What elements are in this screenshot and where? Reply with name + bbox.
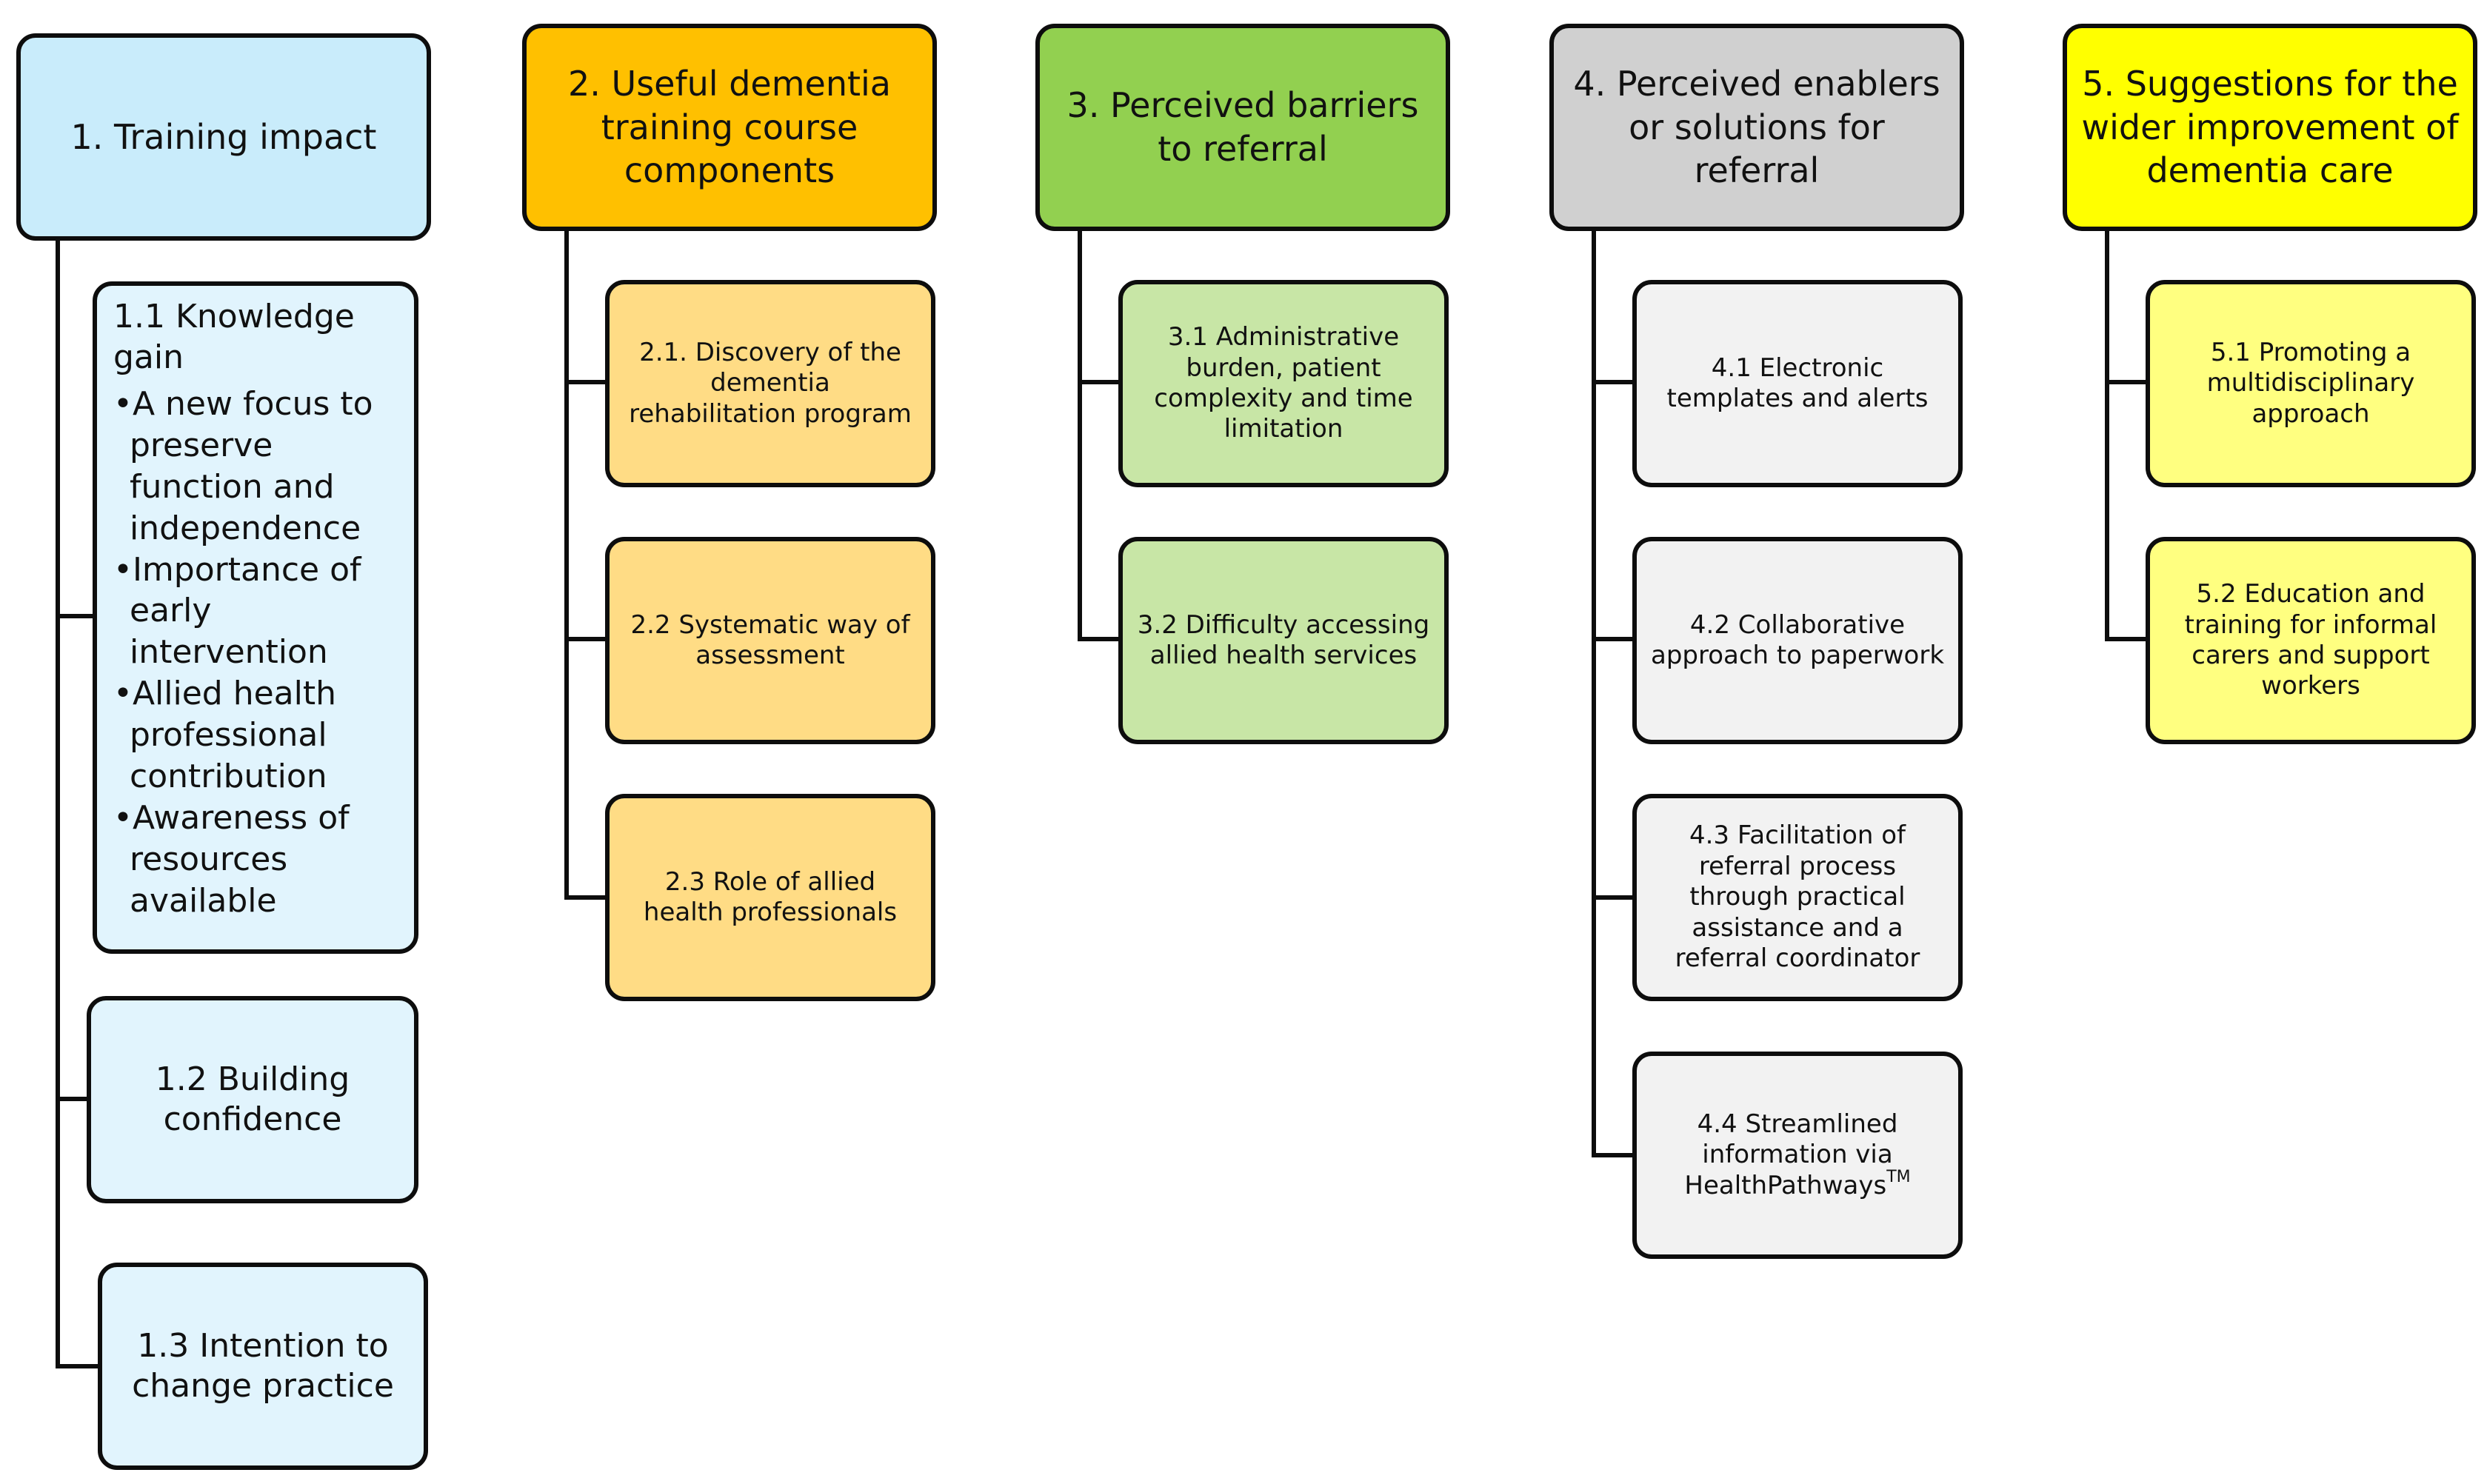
subtheme-3-1: 3.1 Administrative burden, patient compl… <box>1118 280 1449 487</box>
subtheme-3-2: 3.2 Difficulty accessing allied health s… <box>1118 537 1449 744</box>
theme-title: 5. Suggestions for the wider improvement… <box>2081 63 2459 191</box>
subtheme-heading: 1.1 Knowledge gain <box>113 298 355 376</box>
theme-wider-improvement: 5. Suggestions for the wider improvement… <box>2063 24 2477 231</box>
subtheme-intention-to-change: 1.3 Intention to change practice <box>98 1263 428 1470</box>
subtheme-5-2: 5.2 Education and training for informal … <box>2146 537 2476 744</box>
subtheme-4-4: 4.4 Streamlined information via HealthPa… <box>1632 1052 1963 1259</box>
subtheme-label: 4.3 Facilitation of referral process thr… <box>1675 820 1920 974</box>
subtheme-5-1: 5.1 Promoting a multidisciplinary approa… <box>2146 280 2476 487</box>
subtheme-label: 3.1 Administrative burden, patient compl… <box>1154 322 1413 444</box>
subtheme-4-3: 4.3 Facilitation of referral process thr… <box>1632 794 1963 1001</box>
list-item: Awareness of resources available <box>113 798 398 922</box>
subtheme-4-1: 4.1 Electronic templates and alerts <box>1632 280 1963 487</box>
subtheme-label: 2.2 Systematic way of assessment <box>630 609 910 670</box>
subtheme-2-2: 2.2 Systematic way of assessment <box>605 537 935 744</box>
list-item: Allied health professional contribution <box>113 673 398 798</box>
subtheme-label: 1.3 Intention to change practice <box>132 1327 394 1405</box>
subtheme-label: 1.2 Building confidence <box>155 1060 350 1138</box>
subtheme-2-1: 2.1. Discovery of the dementia rehabilit… <box>605 280 935 487</box>
trademark-mark: TM <box>1886 1167 1911 1186</box>
subtheme-label: 2.3 Role of allied health professionals <box>643 866 898 927</box>
list-item: Importance of early intervention <box>113 549 398 674</box>
list-item: A new focus to preserve function and ind… <box>113 384 398 549</box>
knowledge-bullet-list: A new focus to preserve function and ind… <box>113 384 398 921</box>
theme-perceived-barriers: 3. Perceived barriers to referral <box>1035 24 1450 231</box>
theme-useful-course-components: 2. Useful dementia training course compo… <box>522 24 937 231</box>
subtheme-label: 3.2 Difficulty accessing allied health s… <box>1137 609 1430 670</box>
subtheme-4-2: 4.2 Collaborative approach to paperwork <box>1632 537 1963 744</box>
theme-title: 2. Useful dementia training course compo… <box>568 63 891 191</box>
theme-title: 4. Perceived enablers or solutions for r… <box>1573 63 1940 191</box>
subtheme-label: 4.1 Electronic templates and alerts <box>1666 352 1929 413</box>
subtheme-label: 2.1. Discovery of the dementia rehabilit… <box>629 337 912 429</box>
subtheme-label: 5.1 Promoting a multidisciplinary approa… <box>2206 337 2415 429</box>
theme-perceived-enablers: 4. Perceived enablers or solutions for r… <box>1549 24 1964 231</box>
subtheme-label: 4.2 Collaborative approach to paperwork <box>1650 609 1945 670</box>
subtheme-2-3: 2.3 Role of allied health professionals <box>605 794 935 1001</box>
theme-title: 3. Perceived barriers to referral <box>1066 85 1419 169</box>
subtheme-text: 4.4 Streamlined information via HealthPa… <box>1684 1109 1898 1200</box>
theme-title: 1. Training impact <box>70 116 377 157</box>
subtheme-label: 5.2 Education and training for informal … <box>2184 579 2437 701</box>
subtheme-knowledge-gain: 1.1 Knowledge gain A new focus to preser… <box>93 281 418 954</box>
theme-training-impact: 1. Training impact <box>16 33 431 241</box>
subtheme-label: 4.4 Streamlined information via HealthPa… <box>1650 1109 1945 1201</box>
subtheme-building-confidence: 1.2 Building confidence <box>87 996 418 1203</box>
